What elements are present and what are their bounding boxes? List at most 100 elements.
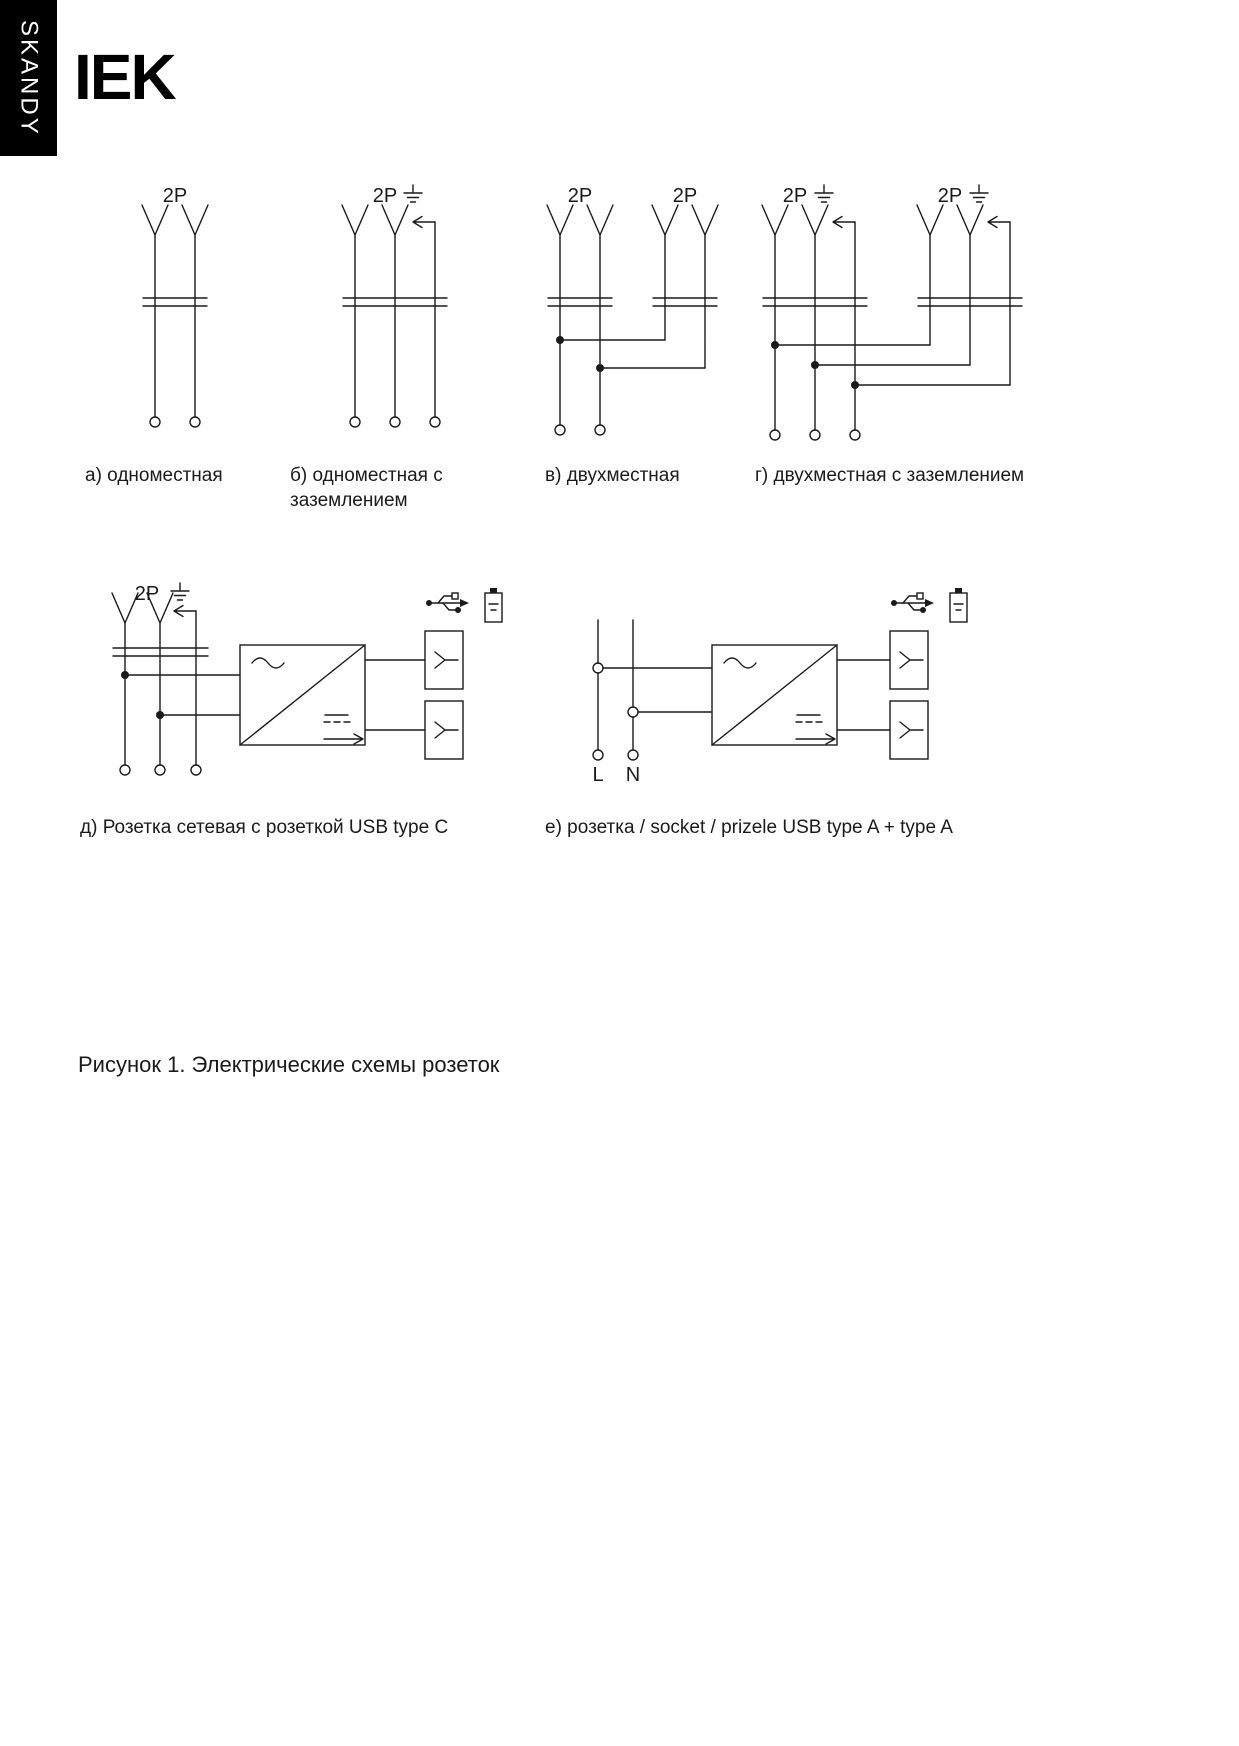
terminal-circle (349, 416, 361, 428)
diagram-f-caption: е) розетка / socket / prizele USB type A… (545, 817, 953, 838)
diagram-b-schematic: 2P (341, 184, 448, 428)
diagram-c-schematic: 2P 2P (546, 185, 719, 436)
pole-wires-left (559, 234, 601, 426)
terminal-circle (769, 429, 781, 441)
pole-label: 2P (673, 185, 697, 207)
diagram-e-caption: д) Розетка сетевая с розеткой USB type C (80, 817, 449, 838)
contact-fork-icon (651, 204, 679, 236)
feed-wires (602, 667, 713, 713)
diagram-d-schematic: 2P 2P (761, 184, 1023, 441)
usb-outlet-icon (424, 700, 464, 760)
junction-dot (556, 336, 564, 344)
terminal-circle (149, 416, 161, 428)
pole-wires-left (774, 221, 856, 431)
ground-arrow-icon (173, 604, 197, 618)
contact-fork-icon (956, 204, 984, 236)
usb-outlet-icon (424, 630, 464, 690)
terminal-circle (119, 764, 131, 776)
terminal-circle (429, 416, 441, 428)
output-wires (836, 659, 891, 731)
neutral-terminal-label: N (626, 764, 640, 786)
feed-wires (124, 674, 241, 716)
ground-arrow-icon (832, 215, 856, 229)
diagram-b: 2P б) одноместная с заземлением (285, 180, 515, 511)
diagram-d: 2P 2P г) двухместная с заземлением (745, 180, 1035, 510)
junction-dot (811, 361, 819, 369)
earth-ground-icon (969, 184, 989, 203)
pole-wires (124, 610, 197, 766)
usb-outlet-icon (889, 630, 929, 690)
diagram-c-caption: в) двухместная (545, 465, 680, 486)
contact-fork-icon (546, 204, 574, 236)
diagram-f-schematic: L N (592, 587, 968, 786)
terminal-circle (627, 706, 639, 718)
terminal-circle (154, 764, 166, 776)
terminal-circle (849, 429, 861, 441)
ac-dc-converter-icon (711, 644, 838, 746)
socket-body-lines (112, 647, 209, 657)
usb-icon (890, 592, 935, 614)
terminal-circle (627, 749, 639, 761)
diagram-a-schematic: 2P (141, 185, 209, 428)
battery-icon (484, 587, 503, 623)
jumper-wires (774, 344, 1011, 386)
contact-fork-icon (181, 204, 209, 236)
earth-ground-icon (170, 582, 190, 601)
usb-outlet-icon (889, 700, 929, 760)
series-side-tab: SKANDY (0, 0, 57, 156)
terminal-circle (189, 416, 201, 428)
terminal-circle (809, 429, 821, 441)
brand-logo: IEK (74, 41, 177, 113)
contact-fork-icon (761, 204, 789, 236)
terminal-circle (592, 749, 604, 761)
pole-label: 2P (938, 185, 962, 207)
diagram-e: 2P д) Розетка сетевая с розеткой USB typ… (75, 575, 525, 875)
series-name: SKANDY (15, 19, 43, 137)
socket-body-lines (917, 297, 1023, 307)
terminal-circle (554, 424, 566, 436)
battery-icon (949, 587, 968, 623)
terminal-circle (389, 416, 401, 428)
pole-wires-right (929, 221, 1011, 386)
pole-wires (154, 234, 196, 418)
diagram-b-caption: б) одноместная с заземлением (290, 465, 443, 511)
output-wires (364, 659, 426, 731)
contact-fork-icon (341, 204, 369, 236)
contact-fork-icon (916, 204, 944, 236)
pole-wires (354, 221, 436, 418)
ac-dc-converter-icon (239, 644, 366, 746)
diagram-e-schematic: 2P (111, 582, 503, 776)
junction-dot (596, 364, 604, 372)
contact-fork-icon (691, 204, 719, 236)
socket-body-lines (547, 297, 613, 307)
diagram-a-caption: а) одноместная (85, 465, 223, 486)
diagram-d-caption: г) двухместная с заземлением (755, 465, 1025, 486)
junction-dot (851, 381, 859, 389)
contact-fork-icon (141, 204, 169, 236)
jumper-wires (559, 339, 706, 369)
terminal-circle (592, 662, 604, 674)
pole-wires-right (664, 234, 706, 369)
line-terminal-label: L (592, 764, 603, 786)
socket-body-lines (652, 297, 718, 307)
earth-ground-icon (814, 184, 834, 203)
usb-icon (425, 592, 470, 614)
junction-dot (771, 341, 779, 349)
terminal-circle (594, 424, 606, 436)
figure-caption: Рисунок 1. Электрические схемы розеток (78, 1052, 500, 1077)
terminal-circle (190, 764, 202, 776)
pole-label: 2P (568, 185, 592, 207)
socket-body-lines (142, 297, 208, 307)
socket-body-lines (342, 297, 448, 307)
ground-arrow-icon (987, 215, 1011, 229)
contact-fork-icon (801, 204, 829, 236)
socket-body-lines (762, 297, 868, 307)
pole-label: 2P (373, 185, 397, 207)
ground-arrow-icon (412, 215, 436, 229)
earth-ground-icon (403, 184, 423, 203)
supply-wires (597, 619, 634, 751)
diagram-f: L N е) розетка / socket / prizele USB ty… (540, 575, 1000, 875)
contact-fork-icon (381, 204, 409, 236)
pole-label: 2P (163, 185, 187, 207)
